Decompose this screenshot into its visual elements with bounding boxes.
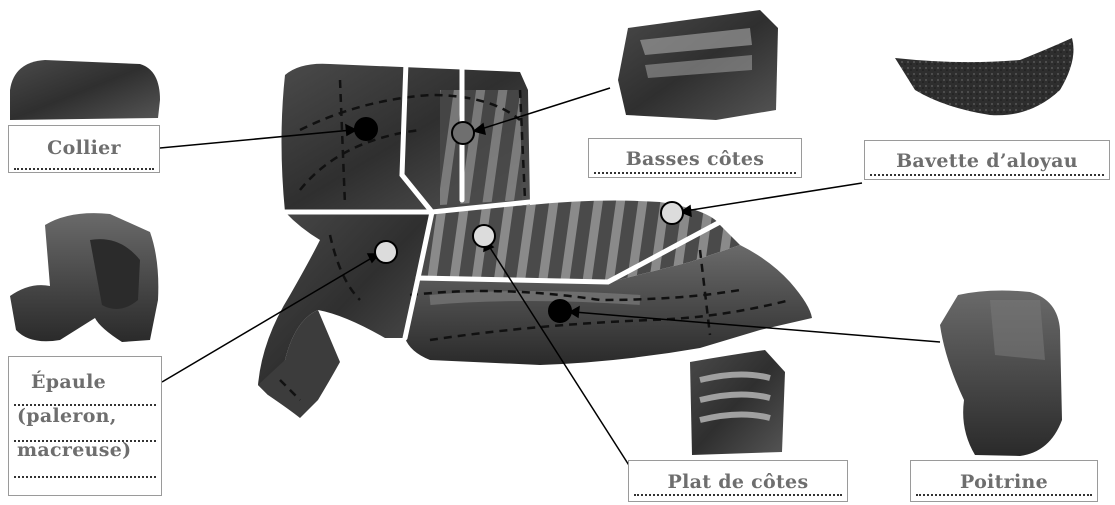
collier-label-box: Collier: [8, 125, 160, 173]
collier-marker: [355, 118, 377, 140]
poitrine-dotted-rule: [916, 494, 1092, 496]
epaule-marker: [375, 241, 397, 263]
bavette-leader-line: [685, 183, 862, 211]
collier-label: Collier: [9, 126, 159, 170]
epaule-thumbnail: [10, 213, 158, 342]
basses-cotes-dotted-rule: [594, 172, 796, 174]
poitrine-thumbnail: [940, 291, 1062, 456]
epaule-dotted-rule-3: [14, 476, 156, 478]
plat-de-cotes-label: Plat de côtes: [629, 461, 847, 503]
epaule-dotted-rule-2: [14, 440, 156, 442]
epaule-label-line-3: macreuse): [9, 433, 161, 467]
basses-cotes-marker: [452, 122, 474, 144]
poitrine-marker: [549, 300, 571, 322]
epaule-dotted-rule-1: [14, 404, 156, 406]
poitrine-label: Poitrine: [911, 461, 1097, 503]
basses-cotes-thumbnail: [618, 10, 778, 120]
plat-de-cotes-dotted-rule: [634, 494, 842, 496]
bavette-dotted-rule: [870, 174, 1104, 176]
epaule-label-box: Épaule (paleron, macreuse): [8, 356, 162, 496]
bavette-marker: [661, 202, 683, 224]
plat-de-cotes-marker: [473, 225, 495, 247]
bavette-thumbnail: [895, 38, 1074, 115]
collier-thumbnail: [10, 60, 160, 120]
collier-dotted-rule: [14, 168, 154, 170]
epaule-label-line-1: Épaule: [9, 365, 161, 399]
plat-de-cotes-thumbnail: [690, 350, 785, 455]
